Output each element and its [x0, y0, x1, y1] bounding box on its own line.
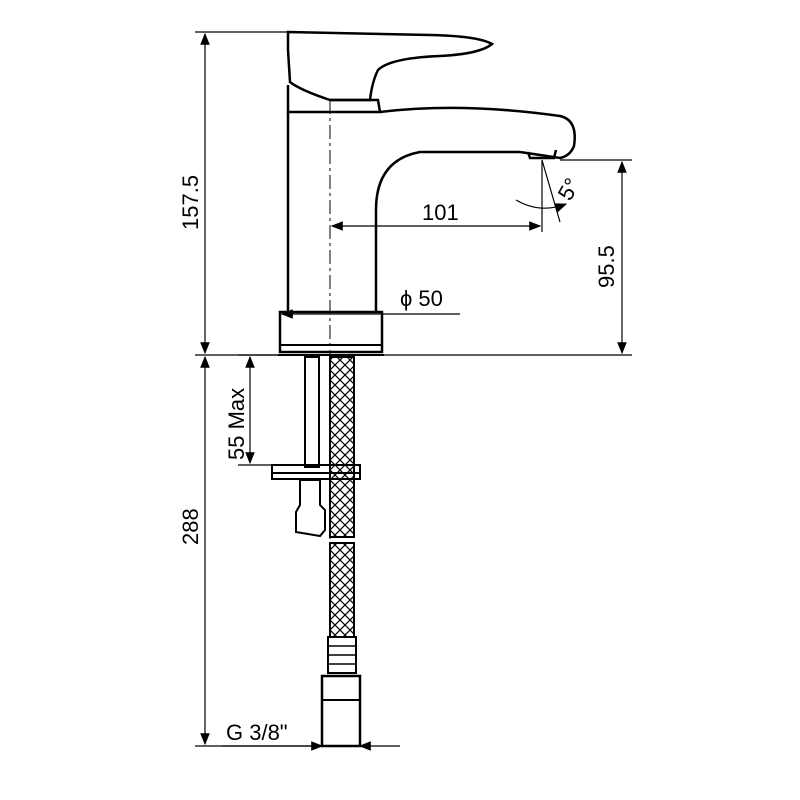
base-ring — [278, 310, 384, 354]
mounting-hardware — [271, 356, 362, 748]
label-thread: G 3/8" — [226, 720, 288, 745]
label-total-height: 157.5 — [178, 175, 203, 230]
label-max-thickness: 55 Max — [224, 388, 249, 460]
body-column — [286, 112, 520, 312]
faucet-body — [278, 30, 576, 540]
label-angle: 5° — [553, 174, 585, 205]
label-spout-height: 95.5 — [594, 245, 619, 288]
aerator — [526, 149, 558, 160]
hex-connector — [320, 674, 362, 748]
handle — [286, 30, 495, 102]
spout — [379, 106, 576, 160]
dimension-lines — [195, 31, 632, 751]
threaded-rod — [304, 356, 320, 468]
braided-hose-lower — [329, 542, 355, 638]
label-spout-reach: 101 — [422, 200, 459, 225]
mounting-nut — [295, 479, 326, 538]
braided-hose-upper — [329, 356, 355, 538]
label-hose-length: 288 — [178, 508, 203, 545]
label-diameter: ϕ 50 — [400, 286, 443, 311]
